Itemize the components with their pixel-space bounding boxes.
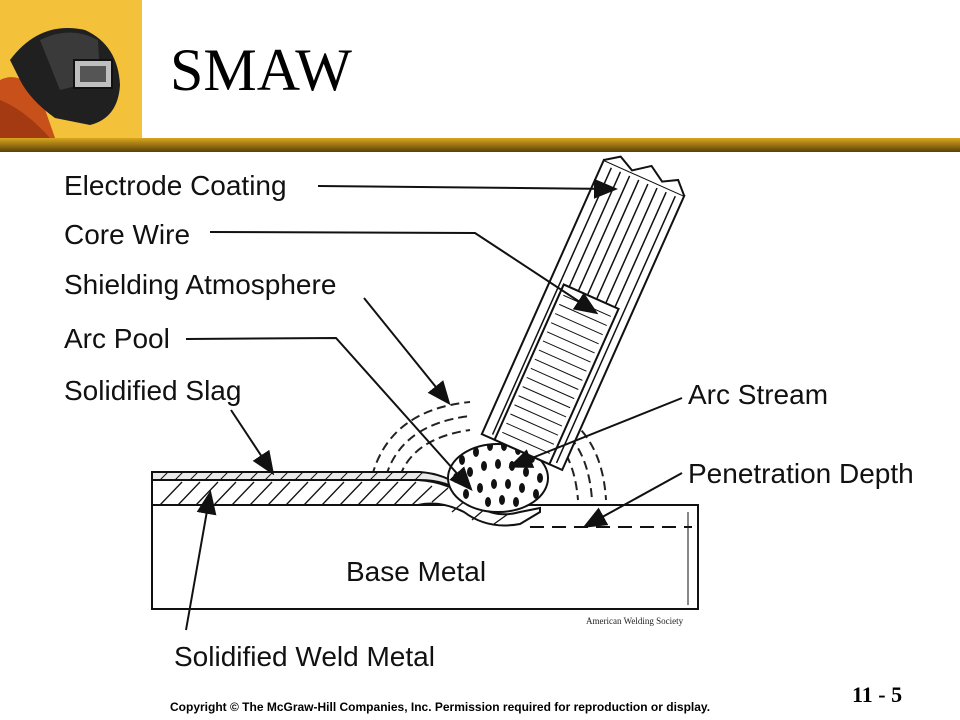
label-base-metal: Base Metal — [346, 556, 486, 587]
label-core-wire: Core Wire — [64, 219, 190, 250]
page-number: 11 - 5 — [852, 682, 903, 707]
leader-arc-pool — [185, 336, 473, 491]
label-electrode-coating: Electrode Coating — [64, 170, 287, 201]
leader-solidified-slag — [230, 409, 275, 476]
image-credit: American Welding Society — [586, 616, 684, 626]
copyright-notice: Copyright © The McGraw-Hill Companies, I… — [170, 700, 711, 714]
label-arc-pool: Arc Pool — [64, 323, 170, 354]
label-penetration-depth: Penetration Depth — [688, 458, 914, 489]
leader-electrode-coating — [317, 178, 618, 199]
leader-penetration-depth — [582, 472, 683, 528]
solidified-weld-metal-layer — [151, 479, 541, 527]
leader-core-wire — [209, 231, 599, 315]
label-solidified-slag: Solidified Slag — [64, 375, 241, 406]
welder-logo — [0, 0, 142, 138]
leader-shielding-atmosphere — [363, 297, 451, 406]
slide-title: SMAW — [170, 37, 352, 103]
electrode — [480, 155, 686, 472]
label-solidified-weld-metal: Solidified Weld Metal — [174, 641, 435, 672]
label-arc-stream: Arc Stream — [688, 379, 828, 410]
header-divider-bar — [0, 138, 960, 152]
leader-solidified-weld-metal — [185, 490, 217, 631]
smaw-diagram: Electrode Coating Core Wire Shielding At… — [64, 155, 914, 672]
slide-header: SMAW — [0, 0, 960, 138]
leader-arc-stream — [508, 397, 683, 468]
label-shielding-atmosphere: Shielding Atmosphere — [64, 269, 336, 300]
